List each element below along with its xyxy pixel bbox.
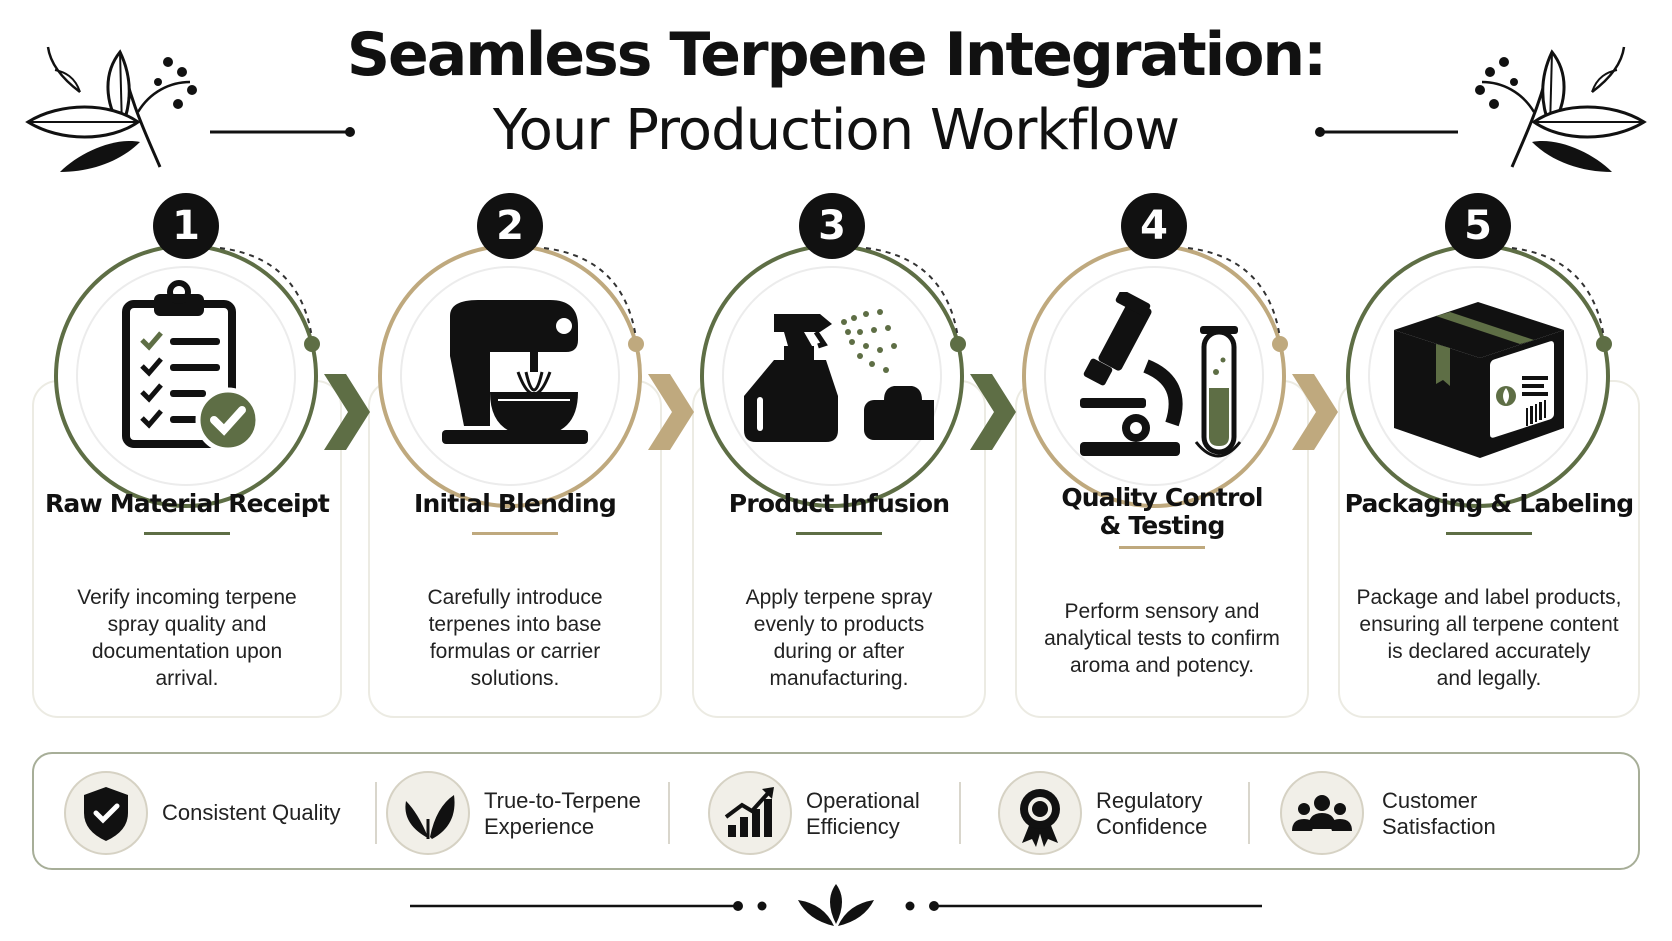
benefit-divider	[375, 782, 377, 844]
benefit-consistent-quality: Consistent Quality	[64, 754, 384, 872]
step-underline	[144, 532, 230, 535]
page-title: Seamless Terpene Integration:	[346, 20, 1327, 90]
step-description-4: Perform sensory and analytical tests to …	[1044, 600, 1280, 677]
benefit-true-to-terpene: True-to-Terpene Experience	[386, 754, 686, 872]
benefit-divider	[959, 782, 961, 844]
benefit-icon-circle	[386, 771, 470, 855]
botanical-sprig-icon	[25, 46, 197, 172]
step-underline	[1446, 532, 1532, 535]
chevron-right-icon	[1292, 374, 1338, 450]
benefit-label: Customer Satisfaction	[1382, 788, 1496, 839]
step-description-5: Package and label products, ensuring all…	[1356, 586, 1622, 690]
benefit-icon-circle	[708, 771, 792, 855]
step-number-3: 3	[799, 193, 865, 259]
growth-chart-icon	[724, 787, 774, 837]
spray-bottle-icon	[744, 309, 934, 442]
benefit-label: Consistent Quality	[162, 800, 341, 825]
page-subtitle: Your Production Workflow	[492, 98, 1180, 163]
step-description-3: Apply terpene spray evenly to products d…	[745, 586, 933, 690]
benefit-regulatory-confidence: Regulatory Confidence	[998, 754, 1278, 872]
step-number-2: 2	[477, 193, 543, 259]
step-description-2: Carefully introduce terpenes into base f…	[427, 586, 603, 690]
chevron-right-icon	[970, 374, 1016, 450]
step-number-1: 1	[153, 193, 219, 259]
microscope-icon	[1080, 292, 1242, 458]
stand-mixer-icon	[442, 300, 588, 444]
title-divider-left	[210, 127, 355, 137]
chevron-right-icon	[324, 374, 370, 450]
benefit-icon-circle	[64, 771, 148, 855]
step-underline	[472, 532, 558, 535]
step-number-5: 5	[1445, 193, 1511, 259]
benefit-label: True-to-Terpene Experience	[484, 788, 641, 839]
footer-divider-ornament	[410, 884, 1262, 926]
benefit-customer-satisfaction: Customer Satisfaction	[1280, 754, 1580, 872]
benefit-divider	[668, 782, 670, 844]
chevron-right-icon	[648, 374, 694, 450]
benefit-icon-circle	[1280, 771, 1364, 855]
step-underline	[1119, 546, 1205, 549]
package-box-icon	[1394, 302, 1564, 458]
benefits-bar: Consistent Quality True-to-Terpene Exper…	[32, 752, 1640, 870]
benefit-divider	[1248, 782, 1250, 844]
step-title-1: Raw Material Receipt	[44, 489, 330, 518]
step-underline	[796, 532, 882, 535]
benefit-label: Regulatory Confidence	[1096, 788, 1208, 839]
step-description-1: Verify incoming terpene spray quality an…	[77, 586, 297, 690]
step-number-4: 4	[1121, 193, 1187, 259]
step-title-4: Quality Control & Testing	[1061, 483, 1263, 540]
step-title-3: Product Infusion	[728, 489, 950, 518]
award-badge-icon	[1020, 789, 1060, 847]
clipboard-check-icon	[122, 280, 261, 450]
benefit-operational-efficiency: Operational Efficiency	[708, 754, 988, 872]
people-group-icon	[1292, 795, 1352, 831]
dashed-connector	[219, 247, 1612, 352]
title-divider-right	[1315, 127, 1458, 137]
shield-check-icon	[84, 787, 128, 841]
botanical-sprig-icon	[1475, 46, 1647, 172]
benefit-icon-circle	[998, 771, 1082, 855]
step-title-2: Initial Blending	[413, 489, 617, 518]
step-title-5: Packaging & Labeling	[1344, 489, 1635, 518]
step-ring-2	[378, 244, 642, 508]
leaf-icon	[405, 795, 455, 839]
benefit-label: Operational Efficiency	[806, 788, 920, 839]
